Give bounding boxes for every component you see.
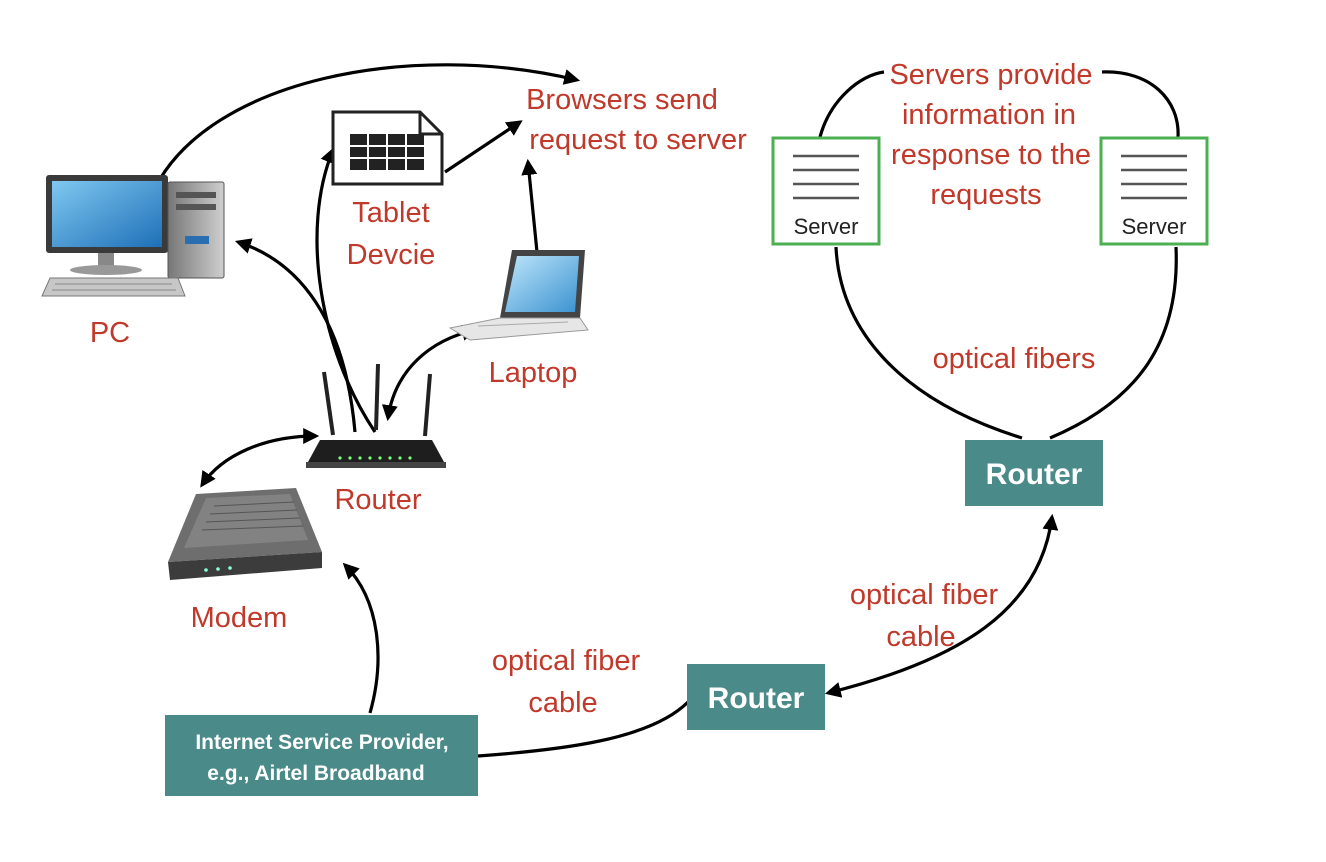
- server-label-left: Server: [794, 214, 859, 239]
- server-box-right: Server: [1099, 136, 1209, 246]
- server-right-top-link: [1101, 70, 1180, 138]
- isp-label-line2: e.g., Airtel Broadband: [207, 762, 424, 785]
- servers-label-line2: information in: [902, 99, 1076, 131]
- router-box-bottom-label: Router: [708, 682, 805, 715]
- isp-label-line1: Internet Service Provider,: [195, 731, 448, 754]
- server-box-left: Server: [771, 136, 881, 246]
- laptop-label: Laptop: [489, 357, 578, 389]
- browsers-label-line1: Browsers send: [526, 84, 718, 116]
- pc-to-browsers-arrow: [153, 63, 581, 189]
- optical-fibers-label: optical fibers: [933, 343, 1096, 375]
- servers-label-line4: requests: [930, 179, 1041, 211]
- pc-label: PC: [90, 317, 130, 349]
- router-modem-arrow: [200, 428, 320, 488]
- router-box-bottom: Router: [687, 664, 825, 730]
- wifi-router-icon: [306, 363, 446, 468]
- fiber-cable-a-line2: cable: [528, 687, 597, 719]
- router-label: Router: [334, 484, 421, 516]
- tablet-label-line2: Devcie: [347, 239, 436, 271]
- isp-to-router-cable: [477, 700, 690, 758]
- browsers-label-line2: request to server: [529, 124, 747, 156]
- servers-label-line3: response to the: [891, 139, 1091, 171]
- fiber-cable-b-line1: optical fiber: [850, 579, 999, 611]
- modem-icon: [168, 488, 322, 580]
- modem-label: Modem: [191, 602, 288, 634]
- fiber-cable-a-line1: optical fiber: [492, 645, 641, 677]
- router-to-tablet-arrow: [315, 147, 377, 433]
- router-to-router-arrow: [824, 513, 1059, 698]
- server-label-right: Server: [1122, 214, 1187, 239]
- router-to-pc-arrow: [234, 238, 357, 433]
- isp-to-modem-arrow: [342, 562, 380, 714]
- router-to-server-left-fiber: [834, 246, 1023, 440]
- tablet-label-line1: Tablet: [352, 197, 429, 229]
- tablet-to-browsers-arrow: [444, 120, 523, 174]
- router-box-top-label: Router: [986, 458, 1083, 491]
- laptop-to-browsers-arrow: [521, 158, 539, 253]
- router-to-server-right-fiber: [1049, 246, 1178, 440]
- isp-box: Internet Service Provider, e.g., Airtel …: [165, 715, 478, 796]
- router-box-top: Router: [965, 440, 1103, 506]
- router-laptop-arrow: [381, 324, 479, 422]
- laptop-icon: [448, 250, 589, 341]
- pc-icon: [41, 175, 225, 297]
- fiber-cable-b-line2: cable: [886, 621, 955, 653]
- servers-label-line1: Servers provide: [889, 59, 1092, 91]
- server-left-top-link: [818, 70, 885, 138]
- tablet-icon: [331, 110, 444, 186]
